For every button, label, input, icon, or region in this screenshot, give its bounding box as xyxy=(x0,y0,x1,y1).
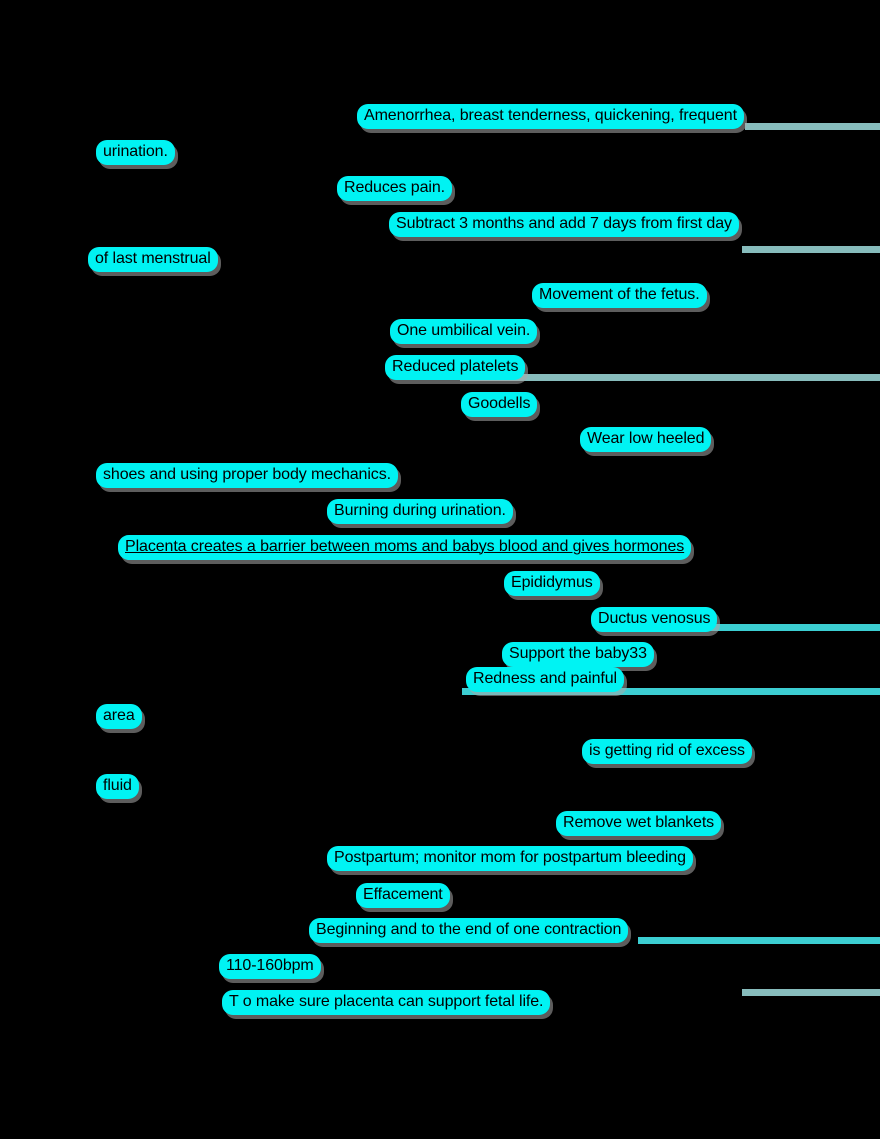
highlighted-text-fragment[interactable]: Wear low heeled xyxy=(580,427,712,452)
highlighted-text-fragment[interactable]: is getting rid of excess xyxy=(582,739,752,764)
highlighted-text-fragment[interactable]: Burning during urination. xyxy=(327,499,513,524)
highlighted-text-fragment[interactable]: T o make sure placenta can support fetal… xyxy=(222,990,551,1015)
highlighted-text-fragment[interactable]: Epididymus xyxy=(504,571,600,596)
partial-glyph-sliver: g xyxy=(333,178,338,195)
highlighted-text-fragment[interactable]: of last menstrual xyxy=(88,247,218,272)
highlighted-text-fragment[interactable]: Amenorrhea, breast tenderness, quickenin… xyxy=(357,104,744,129)
partial-glyph-sliver: g xyxy=(498,644,503,661)
highlighted-text-fragment[interactable]: Goodells xyxy=(461,392,538,417)
highlighted-text-fragment[interactable]: Reduces pain. xyxy=(337,176,452,201)
highlighted-text-fragment[interactable]: Postpartum; monitor mom for postpartum b… xyxy=(327,846,693,871)
partial-glyph-sliver: g xyxy=(353,106,358,123)
partial-glyph-sliver: g xyxy=(215,956,220,973)
partial-glyph-sliver: g xyxy=(552,813,557,830)
rule-line xyxy=(742,989,880,996)
highlighted-text-fragment[interactable]: Support the baby33 xyxy=(502,642,654,667)
highlighted-text-fragment[interactable]: Remove wet blankets xyxy=(556,811,722,836)
highlighted-text-fragment[interactable]: 110-160bpm xyxy=(219,954,321,979)
highlighted-text-fragment[interactable]: area xyxy=(96,704,142,729)
partial-glyph-sliver: g xyxy=(92,776,97,793)
partial-glyph-sliver: g xyxy=(323,501,328,518)
highlighted-text-fragment[interactable]: One umbilical vein. xyxy=(390,319,538,344)
partial-glyph-sliver: g xyxy=(92,465,97,482)
highlighted-text-fragment[interactable]: Subtract 3 months and add 7 days from fi… xyxy=(389,212,739,237)
highlighted-text-fragment[interactable]: Ductus venosus xyxy=(591,607,718,632)
partial-glyph-sliver: g xyxy=(352,885,357,902)
rule-line xyxy=(638,937,880,944)
rule-line xyxy=(460,374,880,381)
partial-glyph-sliver: g xyxy=(385,214,390,231)
highlighted-text-fragment[interactable]: Movement of the fetus. xyxy=(532,283,707,308)
partial-glyph-sliver: g xyxy=(381,357,386,374)
rule-line xyxy=(745,123,880,130)
partial-glyph-sliver: g xyxy=(500,573,505,590)
highlighted-text-fragment[interactable]: Redness and painful xyxy=(466,667,624,692)
rule-line xyxy=(742,246,880,253)
partial-glyph-sliver: g xyxy=(576,429,581,446)
highlighted-text-fragment[interactable]: urination. xyxy=(96,140,175,165)
highlighted-text-fragment[interactable]: Beginning and to the end of one contract… xyxy=(309,918,629,943)
partial-glyph-sliver: g xyxy=(305,920,310,937)
partial-glyph-sliver: g xyxy=(587,609,592,626)
partial-glyph-sliver: g xyxy=(528,285,533,302)
partial-glyph-sliver: g xyxy=(462,669,467,686)
partial-glyph-sliver: g xyxy=(92,142,97,159)
partial-glyph-sliver: g xyxy=(457,394,462,411)
rule-line xyxy=(700,624,880,631)
highlighted-text-fragment[interactable]: fluid xyxy=(96,774,139,799)
partial-glyph-sliver: g xyxy=(114,537,119,554)
highlighted-text-fragment[interactable]: Placenta creates a barrier between moms … xyxy=(118,535,692,560)
highlighted-text-fragment[interactable]: Effacement xyxy=(356,883,450,908)
partial-glyph-sliver: g xyxy=(323,848,328,865)
rule-line xyxy=(462,688,880,695)
partial-glyph-sliver: g xyxy=(92,706,97,723)
highlighted-text-fragment[interactable]: Reduced platelets xyxy=(385,355,526,380)
partial-glyph-sliver: g xyxy=(578,741,583,758)
partial-glyph-sliver: g xyxy=(386,321,391,338)
partial-glyph-sliver: g xyxy=(84,249,89,266)
highlighted-text-fragment[interactable]: shoes and using proper body mechanics. xyxy=(96,463,398,488)
partial-glyph-sliver: g xyxy=(218,992,223,1009)
